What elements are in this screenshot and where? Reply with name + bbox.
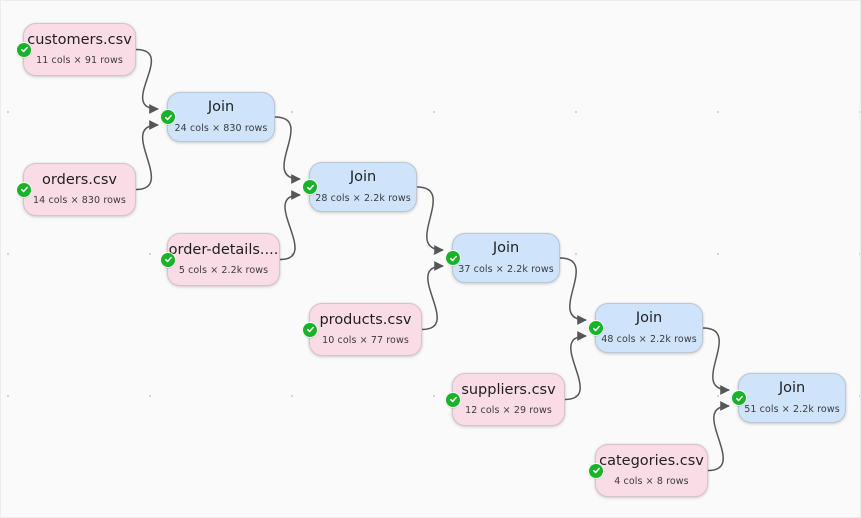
check-circle-icon [589,463,603,478]
node-meta: 14 cols × 830 rows [33,195,126,207]
node-title: Join [349,168,377,185]
node-title: products.csv [319,311,412,328]
source-node-products[interactable]: products.csv 10 cols × 77 rows [303,303,422,356]
node-title: order-details.... [168,241,279,258]
check-circle-icon [446,251,460,265]
join-node-join5[interactable]: Join 51 cols × 2.2k rows [732,373,846,423]
source-node-suppliers[interactable]: suppliers.csv 12 cols × 29 rows [446,373,565,426]
node-meta: 51 cols × 2.2k rows [744,404,840,416]
node-meta: 24 cols × 830 rows [174,123,268,135]
node-meta: 37 cols × 2.2k rows [458,264,554,276]
node-meta: 12 cols × 29 rows [465,405,552,417]
node-title: customers.csv [27,31,132,48]
node-meta: 4 cols × 8 rows [614,476,689,488]
check-circle-icon [17,42,31,57]
edge-join2-to-join3 [416,186,444,255]
join-node-join1[interactable]: Join 24 cols × 830 rows [161,92,275,142]
node-meta: 10 cols × 77 rows [322,335,409,347]
node-meta: 5 cols × 2.2k rows [178,265,269,277]
edge-join1-to-join2 [274,116,301,184]
edge-customers-to-join1 [135,48,159,114]
node-meta: 11 cols × 91 rows [36,55,123,67]
edge-join3-to-join4 [559,257,587,325]
check-circle-icon [17,182,31,197]
check-circle-icon [303,180,317,194]
join-node-join4[interactable]: Join 48 cols × 2.2k rows [589,303,703,353]
source-node-order-details[interactable]: order-details.... 5 cols × 2.2k rows [161,233,280,286]
edge-categories-to-join5 [707,401,730,472]
source-node-orders[interactable]: orders.csv 14 cols × 830 rows [17,163,136,216]
node-title: Join [207,98,235,115]
join-node-join3[interactable]: Join 37 cols × 2.2k rows [446,233,560,283]
node-meta: 28 cols × 2.2k rows [315,193,411,205]
node-title: Join [778,379,806,396]
edge-order-details-to-join2 [279,190,301,261]
node-title: suppliers.csv [461,381,556,398]
node-title: orders.csv [42,171,117,188]
edge-orders-to-join1 [135,120,159,191]
node-meta: 48 cols × 2.2k rows [601,334,697,346]
edge-suppliers-to-join4 [564,331,587,401]
node-title: Join [635,309,663,326]
source-node-categories[interactable]: categories.csv 4 cols × 8 rows [589,444,708,497]
check-circle-icon [732,391,746,405]
edge-products-to-join3 [421,261,444,331]
check-circle-icon [161,252,175,267]
check-circle-icon [589,321,603,335]
check-circle-icon [446,392,460,407]
check-circle-icon [303,322,317,337]
node-title: Join [492,239,520,256]
check-circle-icon [161,110,175,124]
join-node-join2[interactable]: Join 28 cols × 2.2k rows [303,162,417,212]
source-node-customers[interactable]: customers.csv 11 cols × 91 rows [17,23,136,76]
edge-join4-to-join5 [702,327,730,395]
node-title: categories.csv [599,452,704,469]
